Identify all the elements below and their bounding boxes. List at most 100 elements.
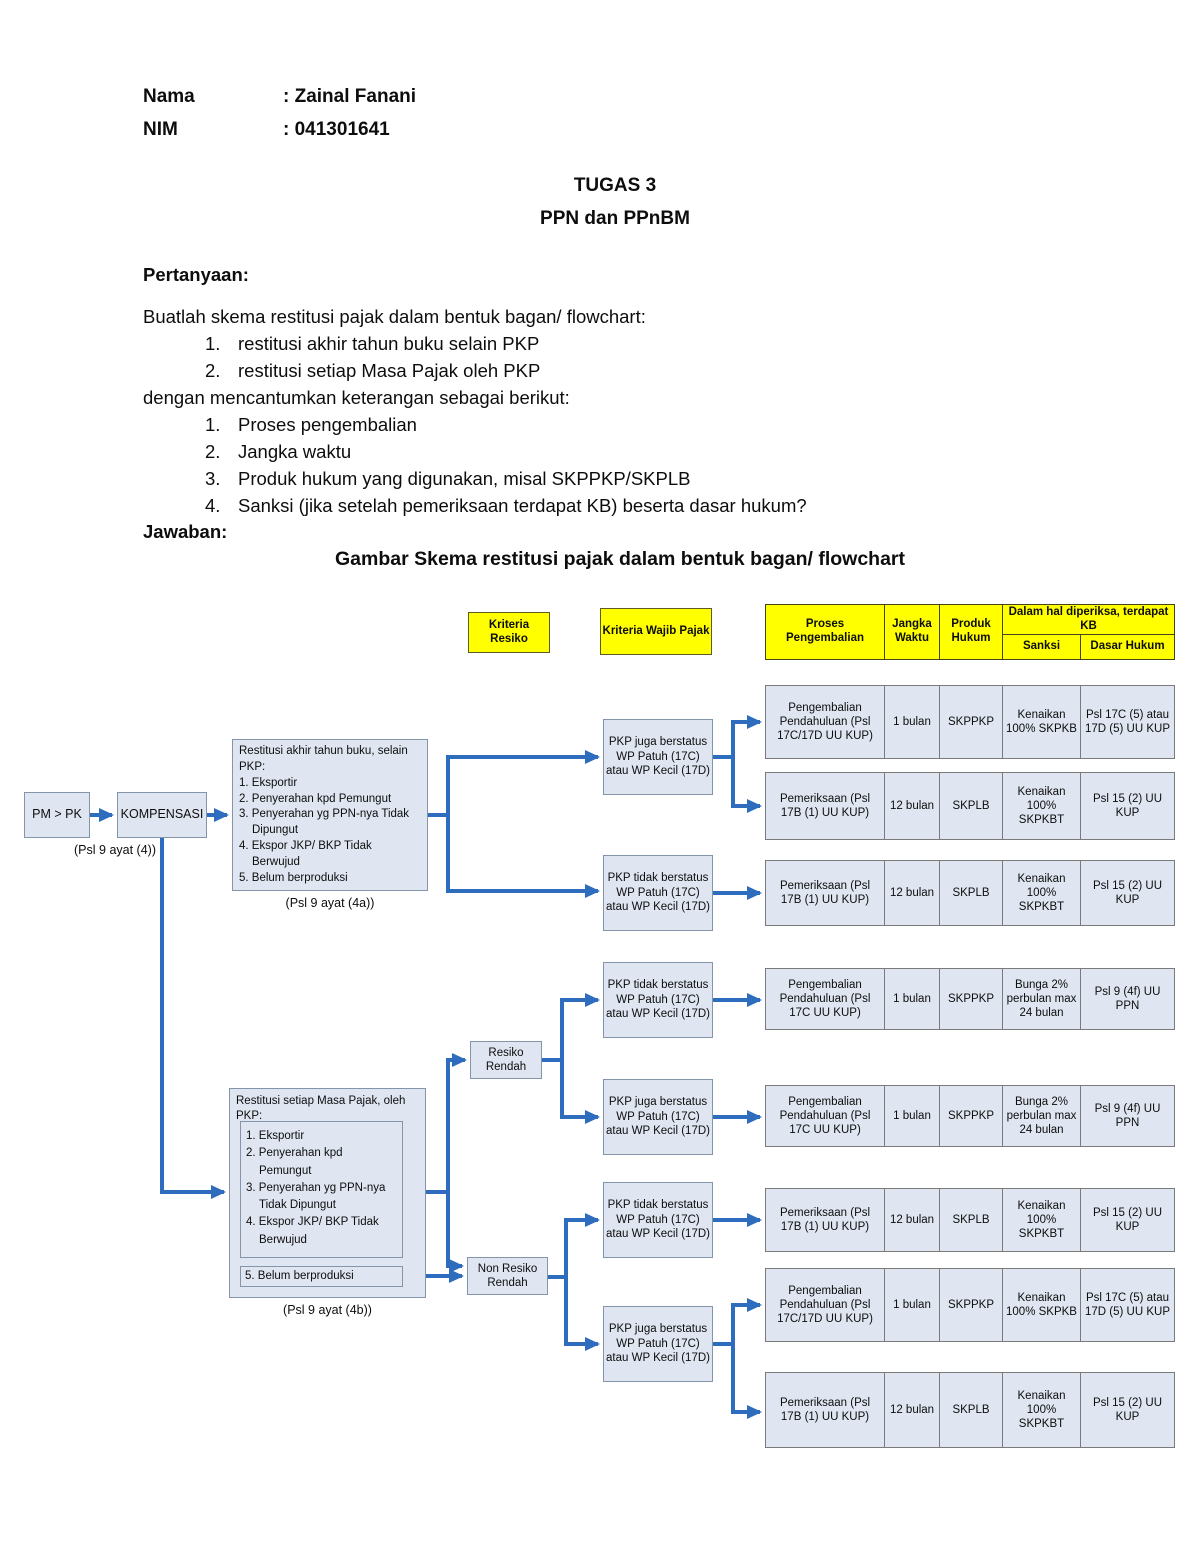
- arrow-sectionB-non-resiko: [446, 1192, 464, 1273]
- section-b-item: 3. Penyerahan yg PPN-nya Tidak Dipungut: [246, 1181, 386, 1211]
- item-number: 2.: [205, 360, 221, 381]
- nim-label: NIM: [143, 119, 178, 140]
- section-b-inner-items: 1. Eksportir 2. Penyerahan kpd Pemungut …: [240, 1121, 403, 1258]
- arrow-nonresiko-criteria5: [564, 1213, 600, 1277]
- cell-sanksi: Bunga 2% perbulan max 24 bulan: [1003, 1086, 1081, 1146]
- item-text: restitusi setiap Masa Pajak oleh PKP: [238, 360, 541, 381]
- keterangan-item: 2.Jangka waktu: [205, 441, 351, 463]
- section-a-item: 5. Belum berproduksi: [239, 871, 348, 884]
- result-row: Pengembalian Pendahuluan (Psl 17C/17D UU…: [765, 685, 1175, 759]
- node-non-resiko-rendah: Non Resiko Rendah: [467, 1257, 548, 1295]
- cell-dasar: Psl 9 (4f) UU PPN: [1094, 985, 1161, 1012]
- header-sanksi: Sanksi: [1003, 635, 1081, 659]
- arrow-kompensasi-sectionB: [160, 838, 226, 1199]
- cell-sanksi: Kenaikan 100% SKPKBT: [1003, 861, 1081, 925]
- doc-subtitle: PPN dan PPnBM: [540, 208, 690, 229]
- question-item: 1. restitusi akhir tahun buku selain PKP: [205, 333, 539, 355]
- criteria-box: PKP tidak berstatus WP Patuh (17C) atau …: [603, 855, 713, 931]
- item-text: Jangka waktu: [238, 441, 352, 462]
- cell-dasar: Psl 15 (2) UU KUP: [1092, 879, 1163, 906]
- cell-proses: Pemeriksaan (Psl 17B (1) UU KUP): [766, 1189, 885, 1251]
- cell-dasar: Psl 9 (4f) UU PPN: [1094, 1102, 1161, 1129]
- cell-dasar: Psl 15 (2) UU KUP: [1092, 792, 1163, 819]
- cell-produk: SKPPKP: [940, 686, 1003, 758]
- cell-dasar: Psl 17C (5) atau 17D (5) UU KUP: [1085, 1291, 1170, 1318]
- keterangan-item: 4.Sanksi (jika setelah pemeriksaan terda…: [205, 495, 807, 517]
- name-label: Nama: [143, 86, 195, 107]
- section-b-item: 2. Penyerahan kpd Pemungut: [246, 1147, 343, 1177]
- cell-proses: Pengembalian Pendahuluan (Psl 17C/17D UU…: [766, 1269, 885, 1341]
- cell-produk: SKPLB: [940, 1373, 1003, 1447]
- criteria-box: PKP juga berstatus WP Patuh (17C) atau W…: [603, 1079, 713, 1155]
- cell-proses: Pengembalian Pendahuluan (Psl 17C/17D UU…: [766, 686, 885, 758]
- node-kompensasi: KOMPENSASI: [117, 792, 207, 838]
- header-kriteria-resiko: Kriteria Resiko: [468, 612, 550, 653]
- item-text: Sanksi (jika setelah pemeriksaan terdapa…: [238, 495, 807, 516]
- node-pm-pk: PM > PK: [24, 792, 90, 838]
- result-row: Pengembalian Pendahuluan (Psl 17C UU KUP…: [765, 1085, 1175, 1147]
- cell-proses: Pemeriksaan (Psl 17B (1) UU KUP): [766, 861, 885, 925]
- criteria-box: PKP juga berstatus WP Patuh (17C) atau W…: [603, 719, 713, 795]
- cell-jangka: 12 bulan: [885, 1373, 940, 1447]
- arrow-sectionA-criteria2: [446, 815, 600, 898]
- cell-sanksi: Kenaikan 100% SKPKBT: [1003, 773, 1081, 839]
- section-a-title: Restitusi akhir tahun buku, selain PKP:: [239, 745, 408, 773]
- cell-sanksi: Kenaikan 100% SKPKBT: [1003, 1373, 1081, 1447]
- cell-proses: Pemeriksaan (Psl 17B (1) UU KUP): [766, 773, 885, 839]
- question-item: 2. restitusi setiap Masa Pajak oleh PKP: [205, 360, 540, 382]
- cell-jangka: 1 bulan: [885, 1269, 940, 1341]
- item-text: Produk hukum yang digunakan, misal SKPPK…: [238, 468, 691, 489]
- result-row: Pengembalian Pendahuluan (Psl 17C UU KUP…: [765, 968, 1175, 1030]
- question-intro: Buatlah skema restitusi pajak dalam bent…: [143, 306, 646, 327]
- cell-produk: SKPLB: [940, 773, 1003, 839]
- doc-title: TUGAS 3: [573, 175, 657, 196]
- cell-produk: SKPPKP: [940, 1269, 1003, 1341]
- cell-jangka: 12 bulan: [885, 861, 940, 925]
- item-text: Proses pengembalian: [238, 414, 417, 435]
- cell-produk: SKPLB: [940, 1189, 1003, 1251]
- header-produk-hukum: Produk Hukum: [940, 605, 1003, 659]
- arrow-sectionA-criteria1: [446, 750, 600, 815]
- section-b-item5-box: 5. Belum berproduksi: [240, 1266, 403, 1287]
- nim-value: : 041301641: [283, 119, 390, 140]
- result-row: Pemeriksaan (Psl 17B (1) UU KUP) 12 bula…: [765, 772, 1175, 840]
- section-a-item: 4. Ekspor JKP/ BKP Tidak Berwujud: [239, 840, 372, 869]
- cell-sanksi: Kenaikan 100% SKPKB: [1003, 1269, 1081, 1341]
- criteria-box: PKP tidak berstatus WP Patuh (17C) atau …: [603, 962, 713, 1038]
- item-number: 3.: [205, 468, 221, 489]
- keterangan-item: 1.Proses pengembalian: [205, 414, 417, 436]
- cell-jangka: 1 bulan: [885, 686, 940, 758]
- cell-dasar: Psl 17C (5) atau 17D (5) UU KUP: [1085, 708, 1170, 735]
- header-kb-subrow: Sanksi Dasar Hukum: [1003, 635, 1174, 659]
- result-row: Pemeriksaan (Psl 17B (1) UU KUP) 12 bula…: [765, 1372, 1175, 1448]
- cell-dasar: Psl 15 (2) UU KUP: [1092, 1206, 1163, 1233]
- arrow-criteria6-row7: [731, 1298, 762, 1344]
- arrow-criteria1-row1: [731, 715, 762, 757]
- cell-dasar: Psl 15 (2) UU KUP: [1092, 1396, 1163, 1423]
- item-number: 1.: [205, 333, 221, 354]
- criteria-box: PKP juga berstatus WP Patuh (17C) atau W…: [603, 1306, 713, 1382]
- cell-proses: Pengembalian Pendahuluan (Psl 17C UU KUP…: [766, 1086, 885, 1146]
- figure-title: Gambar Skema restitusi pajak dalam bentu…: [334, 548, 905, 570]
- item-text: restitusi akhir tahun buku selain PKP: [238, 333, 540, 354]
- cell-produk: SKPLB: [940, 861, 1003, 925]
- section-b-title: Restitusi setiap Masa Pajak, oleh PKP:: [236, 1095, 406, 1122]
- arrow-resiko-criteria3: [560, 993, 600, 1060]
- cell-produk: SKPPKP: [940, 1086, 1003, 1146]
- criteria-box: PKP tidak berstatus WP Patuh (17C) atau …: [603, 1182, 713, 1258]
- arrow-criteria1-row2: [731, 757, 762, 813]
- keterangan-item: 3. Produk hukum yang digunakan, misal SKP…: [205, 468, 690, 490]
- caption-psl-9-ayat-4: (Psl 9 ayat (4)): [74, 843, 156, 857]
- section-b-item: 4. Ekspor JKP/ BKP Tidak Berwujud: [246, 1216, 379, 1246]
- section-a-box: Restitusi akhir tahun buku, selain PKP: …: [232, 739, 428, 891]
- cell-proses: Pemeriksaan (Psl 17B (1) UU KUP): [766, 1373, 885, 1447]
- arrow-nonresiko-criteria6: [564, 1277, 600, 1351]
- result-row: Pemeriksaan (Psl 17B (1) UU KUP) 12 bula…: [765, 860, 1175, 926]
- cell-jangka: 12 bulan: [885, 1189, 940, 1251]
- node-resiko-rendah: Resiko Rendah: [470, 1041, 542, 1079]
- header-table: Proses Pengembalian Jangka Waktu Produk …: [765, 604, 1175, 660]
- name-value: : Zainal Fanani: [283, 86, 417, 107]
- pertanyaan-heading: Pertanyaan:: [143, 264, 249, 285]
